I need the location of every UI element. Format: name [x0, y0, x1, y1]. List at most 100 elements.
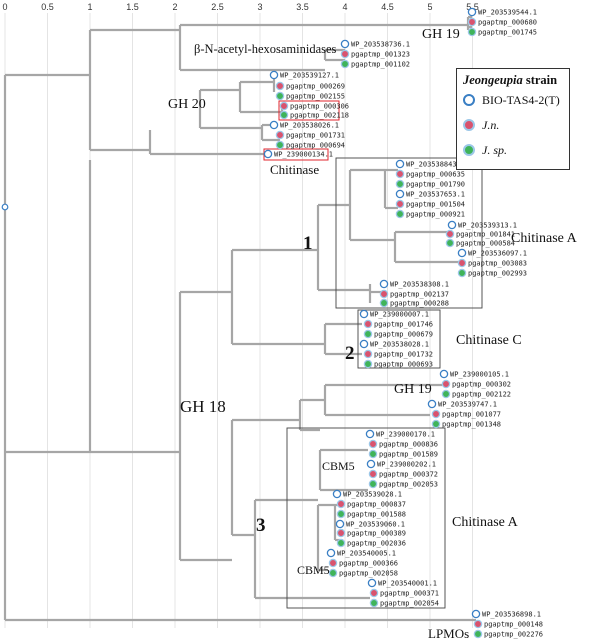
legend-swatch-bio	[463, 94, 475, 106]
leaf-node-marker	[439, 369, 449, 379]
leaf-node-marker	[269, 70, 279, 80]
leaf-label: pgaptmp_001732	[374, 351, 433, 359]
leaf-label: WP_203536097.1	[468, 250, 527, 258]
leaf-node-marker	[379, 289, 389, 299]
leaf-label: WP_203539127.1	[280, 72, 339, 80]
leaf-node-marker	[340, 59, 350, 69]
leaf-node-marker	[279, 101, 289, 111]
leaf-label: WP_203538026.1	[280, 122, 339, 130]
leaf-node-marker	[368, 479, 378, 489]
leaf-node-marker	[336, 499, 346, 509]
leaf-node-marker	[457, 258, 467, 268]
leaf-node-marker	[431, 409, 441, 419]
leaf-label: pgaptmp_002054	[380, 600, 439, 608]
clade-2-label: 2	[345, 343, 355, 364]
chitinase-c-label: Chitinase C	[456, 333, 522, 348]
hexosaminidase-label: β-N-acetyl-hexosaminidases	[194, 42, 337, 56]
leaf-node-marker	[395, 169, 405, 179]
leaf-node-marker	[368, 449, 378, 459]
leaf-label: pgaptmp_002276	[484, 631, 543, 639]
gh19-top-label: GH 19	[422, 27, 460, 42]
leaf-node-marker	[471, 609, 481, 619]
leaf-node-marker	[369, 598, 379, 608]
leaf-node-marker	[395, 199, 405, 209]
clade-3-label: 3	[256, 515, 266, 536]
leaf-label: WP_203539060.1	[346, 521, 405, 529]
scale-tick-label: 3	[257, 2, 262, 12]
legend-item-jn: J.n.	[463, 116, 499, 134]
leaf-node-marker	[445, 229, 455, 239]
cbm5-label-a: CBM5	[322, 459, 355, 473]
leaf-label: WP_203538843.1	[406, 161, 465, 169]
chitinase-a-box-top	[335, 157, 483, 309]
leaf-label: WP_203539028.1	[343, 491, 402, 499]
scale-tick-label: 4	[342, 2, 347, 12]
legend-swatch-jsp	[463, 144, 475, 156]
leaf-node-marker	[467, 27, 477, 37]
leaf-label: pgaptmp_000389	[347, 530, 406, 538]
leaf-label: pgaptmp_001323	[351, 51, 410, 59]
leaf-label: WP_203540001.1	[378, 580, 437, 588]
leaf-label: pgaptmp_001102	[351, 61, 410, 69]
leaf-node-marker	[340, 49, 350, 59]
leaf-node-marker	[332, 489, 342, 499]
leaf-label: pgaptmp_002122	[452, 391, 511, 399]
strain-legend: Jeongeupia strain BIO-TAS4-2(T) J.n. J. …	[456, 68, 570, 170]
leaf-node-marker	[365, 429, 375, 439]
legend-label-bio: BIO-TAS4-2(T)	[482, 92, 560, 107]
leaf-node-marker	[363, 319, 373, 329]
leaf-node-marker	[368, 439, 378, 449]
root-node	[1, 203, 9, 211]
leaf-label: pgaptmp_002118	[290, 112, 349, 120]
leaf-label: pgaptmp_000693	[374, 361, 433, 369]
leaf-label: pgaptmp_000269	[286, 83, 345, 91]
leaf-node-marker	[431, 419, 441, 429]
clade-1-label: 1	[303, 233, 313, 254]
leaf-label: pgaptmp_000837	[347, 501, 406, 509]
leaf-label: WP_239000170.1	[376, 431, 435, 439]
leaf-label: pgaptmp_001504	[406, 201, 465, 209]
leaf-node-marker	[366, 459, 376, 469]
legend-label-jsp: J. sp.	[482, 142, 507, 157]
leaf-node-marker	[467, 7, 477, 17]
leaf-label: pgaptmp_002155	[286, 93, 345, 101]
leaf-label: pgaptmp_001077	[442, 411, 501, 419]
leaf-label: pgaptmp_001745	[478, 29, 537, 37]
scale-tick-label: 5.5	[466, 2, 479, 12]
leaf-node-marker	[441, 379, 451, 389]
leaf-node-marker	[457, 268, 467, 278]
leaf-label: pgaptmp_000921	[406, 211, 465, 219]
leaf-label: WP_239000134.1	[274, 151, 333, 159]
leaf-node-marker	[363, 349, 373, 359]
leaf-label: pgaptmp_000148	[484, 621, 543, 629]
chitinase-label: Chitinase	[270, 162, 319, 177]
tree-branches	[3, 15, 476, 622]
chitinase-c-box	[357, 309, 441, 369]
gh18-label: GH 18	[180, 397, 226, 416]
leaf-node-marker	[340, 39, 350, 49]
leaf-label: pgaptmp_000306	[290, 103, 349, 111]
leaf-label: WP_203538736.1	[351, 41, 410, 49]
gh19-mid-label: GH 19	[394, 382, 432, 397]
legend-item-bio: BIO-TAS4-2(T)	[463, 91, 560, 109]
gh20-label: GH 20	[168, 97, 206, 112]
leaf-label: pgaptmp_001588	[347, 511, 406, 519]
leaf-node-marker	[473, 629, 483, 639]
leaf-label: pgaptmp_000680	[478, 19, 537, 27]
leaf-label: WP_203536898.1	[482, 611, 541, 619]
scale-tick-label: 1	[87, 2, 92, 12]
leaf-label: WP_203539313.1	[458, 222, 517, 230]
leaf-label: pgaptmp_002137	[390, 291, 449, 299]
scale-tick-label: 2.5	[211, 2, 224, 12]
leaf-node-marker	[379, 279, 389, 289]
leaf-node-marker	[275, 130, 285, 140]
scale-tick-label: 0.5	[41, 2, 54, 12]
scale-tick-label: 0	[2, 2, 7, 12]
chitinase-a-box-bottom	[286, 427, 446, 609]
leaf-label: WP_203539544.1	[478, 9, 537, 17]
leaf-label: pgaptmp_002053	[379, 481, 438, 489]
leaf-node-marker	[359, 339, 369, 349]
leaf-nodes: WP_203539544.1 pgaptmp_000680 pgaptmp_0017…	[263, 7, 543, 639]
leaf-label: pgaptmp_000366	[339, 560, 398, 568]
leaf-label: pgaptmp_000371	[380, 590, 439, 598]
